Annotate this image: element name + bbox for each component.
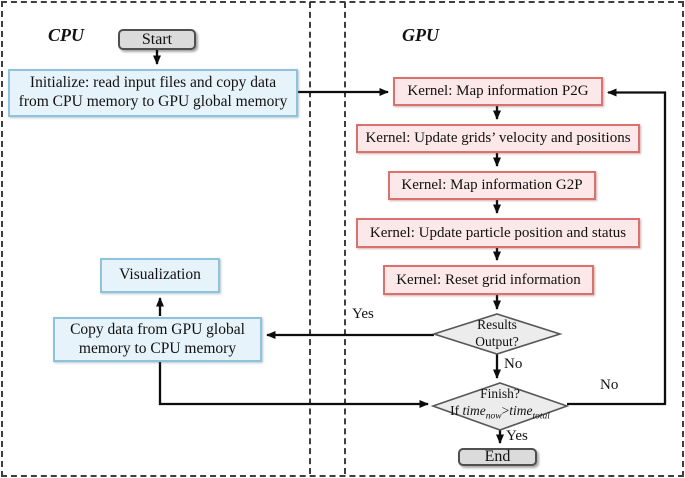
finish-diamond-line-1: Finish? <box>480 386 520 401</box>
finish-diamond-line-2: If timenow>timetotal <box>420 403 580 424</box>
copy-data-line-2: memory to CPU memory <box>78 339 237 357</box>
results-output-decision-diamond <box>431 313 563 355</box>
initialize-line-2: from CPU memory to GPU global memory <box>18 93 288 110</box>
results-no-edge-label: No <box>504 356 523 372</box>
cpu-panel-label: CPU <box>48 25 84 45</box>
kernel-reset-grid-box: Kernel: Reset grid information <box>383 265 594 295</box>
kernel-map-p2g-label: Kernel: Map information P2G <box>407 83 589 100</box>
finish-gt-sign: > <box>501 402 510 418</box>
finish-yes-edge-label: Yes <box>506 428 528 444</box>
finish-now-subscript: now <box>485 411 502 422</box>
start-terminator: Start <box>118 29 196 50</box>
visualization-label: Visualization <box>119 266 201 284</box>
copy-data-line-1: Copy data from GPU global <box>70 320 245 338</box>
kernel-map-p2g-box: Kernel: Map information P2G <box>393 77 603 106</box>
visualization-box: Visualization <box>100 258 220 293</box>
initialize-line-1: Initialize: read input files and copy da… <box>29 74 277 92</box>
results-diamond-text: Results Output? <box>437 317 557 351</box>
start-label: Start <box>141 30 173 48</box>
results-yes-edge-label: Yes <box>352 306 374 322</box>
gpu-panel-left-dashed-border <box>344 2 346 474</box>
kernel-update-particle-box: Kernel: Update particle position and sta… <box>356 218 640 248</box>
arrow-finish-no-loop-to-kernel-p2g <box>567 88 667 406</box>
results-diamond-line-2: Output? <box>475 333 519 349</box>
gpu-panel-label: GPU <box>402 25 439 45</box>
kernel-reset-grid-label: Kernel: Reset grid information <box>396 271 581 288</box>
cpu-panel-right-dashed-border <box>309 2 311 474</box>
initialize-process-box: Initialize: read input files and copy da… <box>8 69 298 117</box>
finish-if-text: If <box>450 402 463 418</box>
copy-data-box: Copy data from GPU global memory to CPU … <box>53 317 262 362</box>
finish-diamond-text: Finish? If timenow>timetotal <box>420 386 580 423</box>
finish-time-total-word: time <box>509 402 533 418</box>
kernel-update-grids-box: Kernel: Update grids’ velocity and posit… <box>356 124 640 153</box>
finish-no-edge-label: No <box>600 377 619 393</box>
kernel-map-g2p-box: Kernel: Map information G2P <box>388 171 596 200</box>
end-terminator: End <box>458 448 537 466</box>
kernel-update-grids-label: Kernel: Update grids’ velocity and posit… <box>365 130 631 147</box>
results-diamond-line-1: Results <box>477 317 517 332</box>
finish-total-subscript: total <box>532 411 550 422</box>
kernel-update-particle-label: Kernel: Update particle position and sta… <box>369 224 627 241</box>
kernel-map-g2p-label: Kernel: Map information G2P <box>401 177 583 194</box>
arrow-copy-to-finish-diamond <box>158 362 429 408</box>
finish-time-now-word: time <box>462 402 486 418</box>
finish-decision-diamond <box>430 382 570 431</box>
end-label: End <box>484 448 511 466</box>
